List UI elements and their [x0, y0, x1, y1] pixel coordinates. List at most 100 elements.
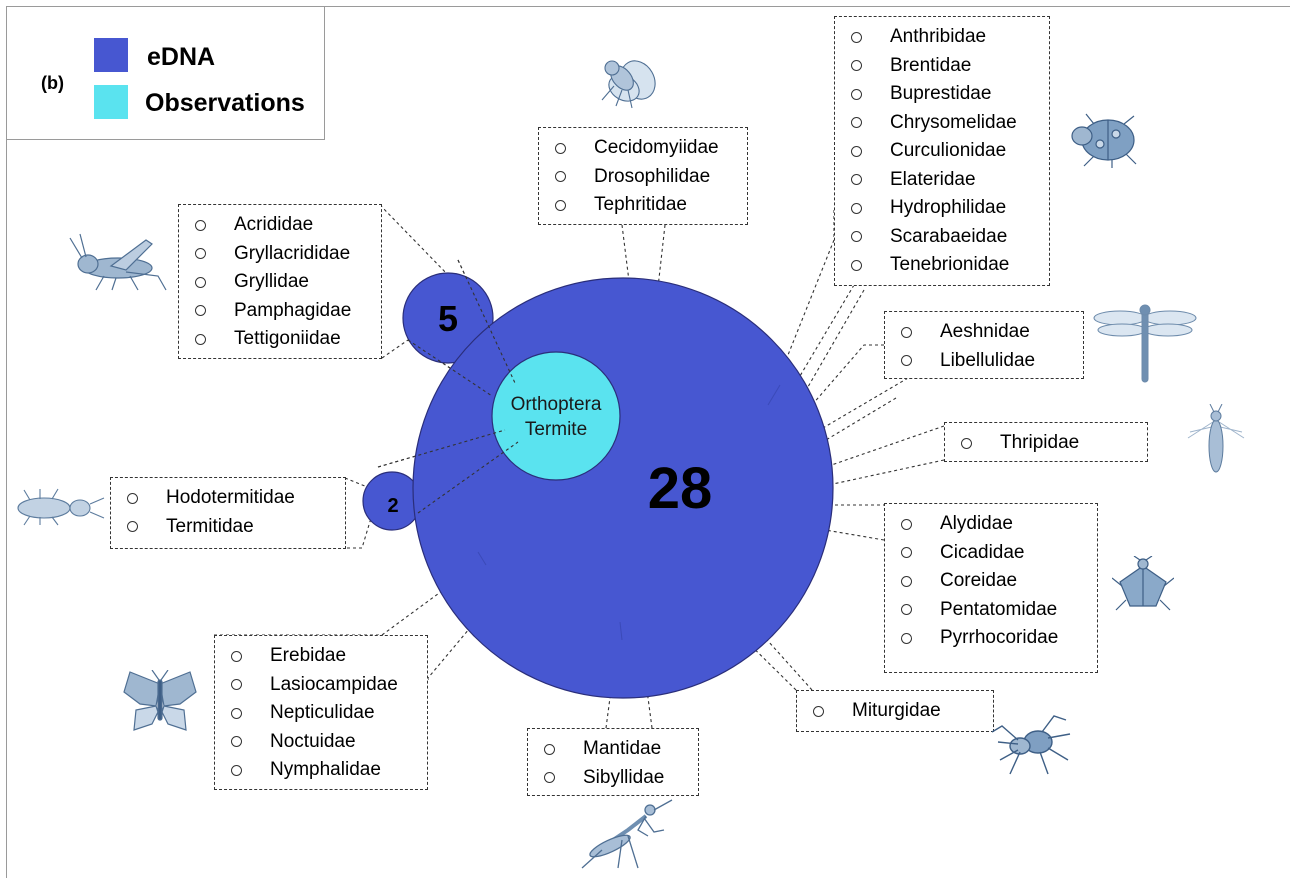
family-name: Noctuidae — [270, 730, 356, 752]
family-item: Hodotermitidae — [111, 484, 345, 513]
bullet-icon — [851, 259, 862, 271]
panel-label: (b) — [41, 73, 64, 93]
bullet-icon — [851, 88, 862, 100]
family-name: Termitidae — [166, 515, 254, 537]
legend-swatch-observations — [94, 85, 128, 119]
family-item: Noctuidae — [215, 728, 427, 757]
termite-icon — [17, 488, 105, 526]
family-item: Thripidae — [945, 429, 1147, 458]
family-name: Acrididae — [234, 214, 314, 236]
bullet-icon — [901, 575, 912, 587]
orthoptera-count: 5 — [438, 298, 458, 339]
family-box-thysanoptera: Thripidae — [944, 422, 1148, 462]
family-name: Scarabaeidae — [890, 225, 1008, 247]
family-name: Nepticulidae — [270, 702, 375, 724]
family-name: Cicadidae — [940, 541, 1025, 563]
family-item: Lasiocampidae — [215, 671, 427, 700]
spider-icon — [991, 715, 1071, 775]
family-name: Gryllidae — [234, 271, 309, 293]
family-name: Pyrrhocoridae — [940, 627, 1059, 649]
family-name: Pamphagidae — [234, 299, 352, 321]
family-item: Miturgidae — [797, 697, 993, 726]
bullet-icon — [195, 248, 206, 260]
family-name: Elateridae — [890, 168, 976, 190]
bullet-icon — [195, 305, 206, 317]
family-name: Brentidae — [890, 54, 972, 76]
bullet-icon — [195, 276, 206, 288]
family-item: Elateridae — [835, 166, 1049, 195]
grasshopper-icon — [69, 233, 167, 291]
family-item: Drosophilidae — [539, 163, 747, 192]
bullet-icon — [555, 171, 566, 183]
legend: (b) eDNA Observations — [6, 6, 325, 140]
beetle-icon — [1071, 113, 1137, 168]
fly-icon — [601, 60, 656, 109]
family-item: Pentatomidae — [885, 596, 1097, 625]
family-name: Drosophilidae — [594, 165, 711, 187]
bullet-icon — [555, 142, 566, 154]
family-item: Erebidae — [215, 642, 427, 671]
family-name: Aeshnidae — [940, 321, 1030, 343]
bullet-icon — [555, 199, 566, 211]
family-name: Tettigoniidae — [234, 328, 341, 350]
legend-label-observations: Observations — [145, 89, 305, 117]
bullet-icon — [901, 547, 912, 559]
family-item: Gryllidae — [179, 268, 381, 297]
family-item: Tenebrionidae — [835, 251, 1049, 280]
family-item: Coreidae — [885, 567, 1097, 596]
family-name: Thripidae — [1000, 432, 1080, 454]
bullet-icon — [544, 772, 555, 784]
family-name: Erebidae — [270, 645, 347, 667]
family-name: Alydidae — [940, 513, 1013, 535]
termite-count: 2 — [387, 495, 398, 517]
observed-label-line2: Termite — [525, 419, 587, 440]
bullet-icon — [231, 707, 242, 719]
main-count: 28 — [648, 456, 713, 521]
bullet-icon — [901, 326, 912, 338]
dragonfly-icon — [1093, 304, 1197, 383]
family-name: Nymphalidae — [270, 759, 381, 781]
family-item: Tephritidae — [539, 191, 747, 220]
bullet-icon — [851, 60, 862, 72]
family-item: Nymphalidae — [215, 756, 427, 785]
bullet-icon — [231, 679, 242, 691]
family-name: Coreidae — [940, 570, 1018, 592]
figure-frame — [6, 6, 1290, 878]
bullet-icon — [851, 145, 862, 157]
bullet-icon — [901, 355, 912, 367]
family-item: Buprestidae — [835, 80, 1049, 109]
family-item: Aeshnidae — [885, 318, 1083, 347]
family-name: Hydrophilidae — [890, 197, 1007, 219]
family-item: Gryllacrididae — [179, 240, 381, 269]
family-item: Libellulidae — [885, 347, 1083, 376]
family-item: Sibyllidae — [528, 764, 698, 793]
bullet-icon — [851, 231, 862, 243]
family-name: Curculionidae — [890, 140, 1007, 162]
family-name: Miturgidae — [852, 700, 941, 722]
family-item: Curculionidae — [835, 137, 1049, 166]
family-item: Mantidae — [528, 735, 698, 764]
family-item: Chrysomelidae — [835, 109, 1049, 138]
bullet-icon — [544, 743, 555, 755]
bullet-icon — [851, 174, 862, 186]
bullet-icon — [901, 632, 912, 644]
family-item: Anthribidae — [835, 23, 1049, 52]
family-name: Buprestidae — [890, 83, 992, 105]
family-item: Acrididae — [179, 211, 381, 240]
family-name: Tephritidae — [594, 194, 687, 216]
bullet-icon — [813, 705, 824, 717]
family-name: Libellulidae — [940, 349, 1036, 371]
family-item: Alydidae — [885, 510, 1097, 539]
observations-circle — [491, 351, 621, 481]
bullet-icon — [851, 117, 862, 129]
bullet-icon — [127, 521, 138, 533]
legend-label-edna: eDNA — [147, 43, 216, 71]
